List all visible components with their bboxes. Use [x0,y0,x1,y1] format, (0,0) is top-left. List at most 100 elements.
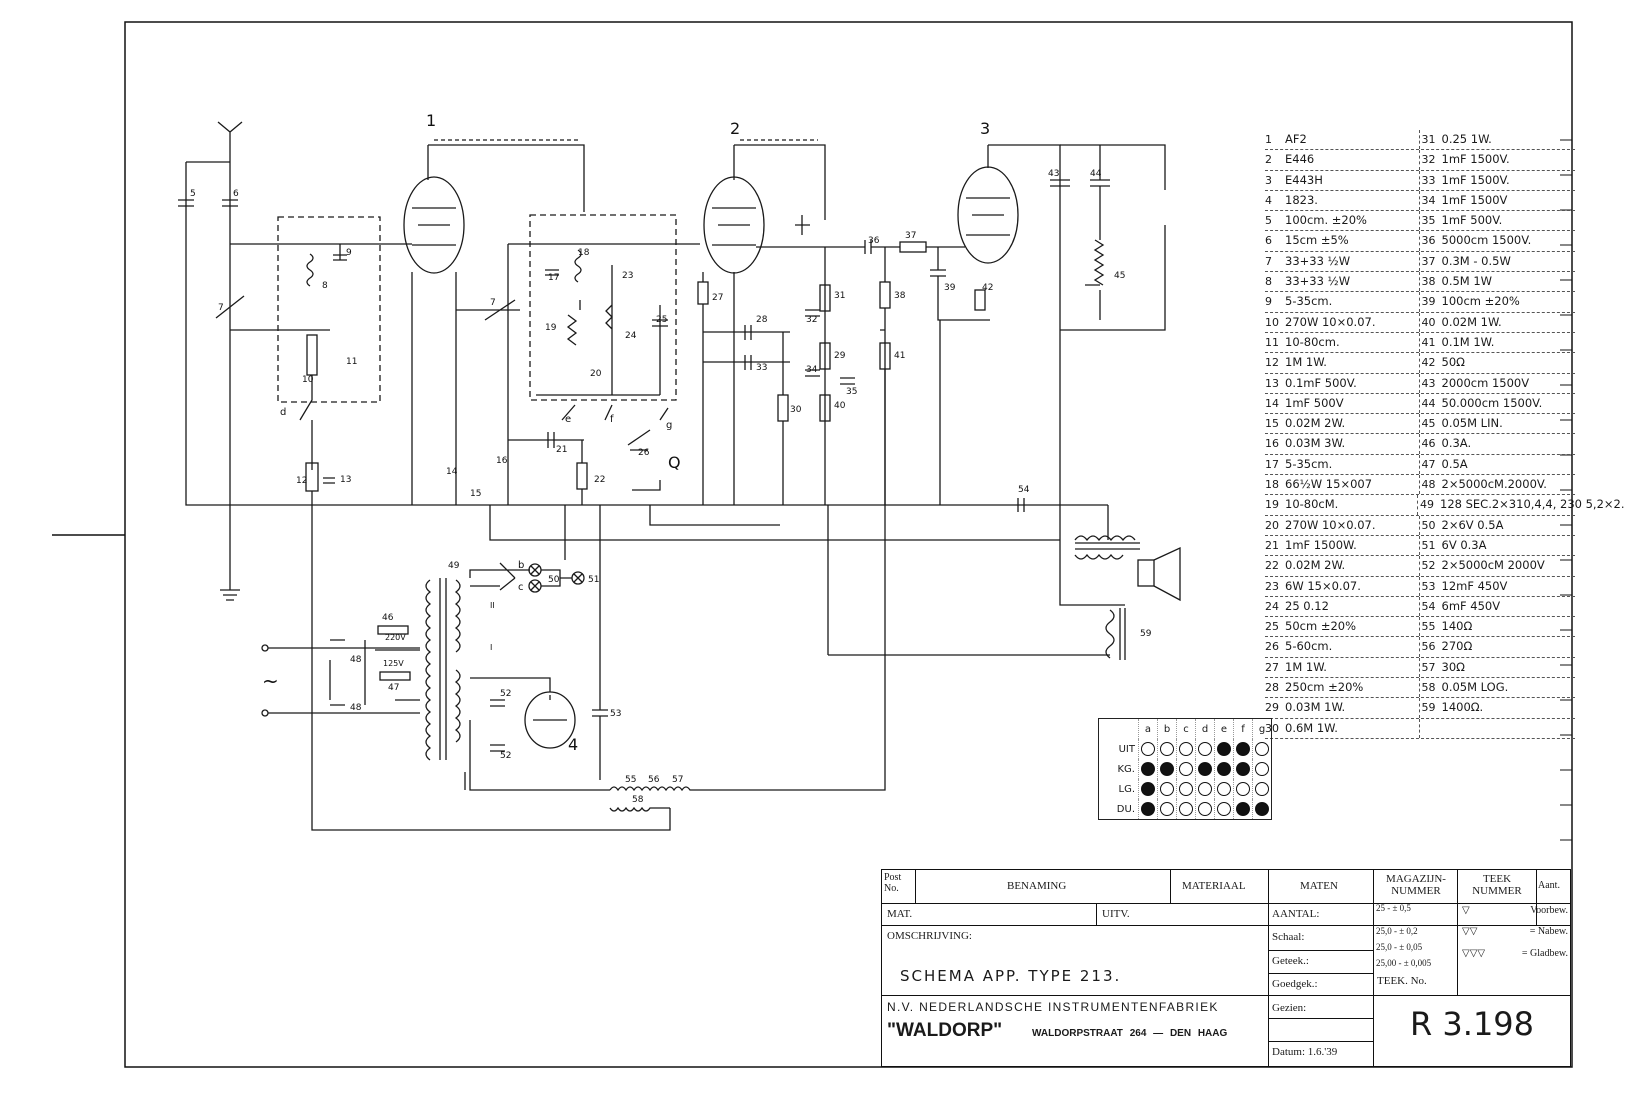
part-description: E446 [1285,152,1315,167]
gezien-label: Gezien: [1272,1002,1307,1014]
switch-cell [1252,759,1271,779]
contact-open-dot [1160,782,1174,796]
component-ref-label: 39 [944,283,956,293]
contact-closed-dot [1160,762,1174,776]
part-description: 50cm ±20% [1285,619,1357,634]
finish-voorbew: ▽ Voorbew. [1462,905,1568,916]
part-number: 37 [1421,254,1436,268]
goedgek-label: Goedgek.: [1272,978,1318,990]
company-name: "WALDORP" [887,1020,1003,1041]
switch-cell [1157,739,1177,759]
part-number: 57 [1421,660,1436,674]
schematic-wiring [178,121,1181,831]
part-number: 24 [1265,599,1279,613]
switch-cell [1252,779,1271,799]
drawing-description: SCHEMA APP. TYPE 213. [900,967,1122,985]
part-description: 12mF 450V [1441,578,1508,593]
part-description: 2×5000cM.2000V. [1441,477,1547,492]
part-number: 48 [1421,478,1436,492]
finish-gladbew: ▽▽▽ = Gladbew. [1462,948,1568,959]
part-number: 20 [1265,518,1279,532]
contact-open-dot [1179,782,1193,796]
part-number: 29 [1265,701,1279,715]
switch-column-header: g [1252,719,1271,739]
component-ref-label: 55 [625,775,636,785]
part-number: 16 [1265,437,1279,451]
component-ref-label: 40 [834,401,846,411]
part-number: 32 [1421,153,1436,167]
component-ref-label: 52 [500,751,511,761]
contact-open-dot [1160,742,1174,756]
label-125v: 125V [383,659,404,668]
part-description: 270Ω [1441,639,1473,654]
part-description: 30Ω [1441,659,1465,674]
component-ref-label: 48 [350,655,362,665]
component-ref-label: 11 [346,357,357,367]
part-description: 1mF 1500W. [1285,537,1357,552]
switch-column-header: c [1176,719,1196,739]
part-number: 14 [1265,396,1279,410]
switch-cell [1195,799,1215,819]
component-ref-label: 34 [806,365,818,375]
component-ref-label: 29 [834,351,846,361]
part-number: 51 [1421,538,1436,552]
part-description: 1823. [1285,192,1318,207]
component-ref-label: 27 [712,293,723,303]
part-description: 0.3A. [1441,436,1472,451]
benaming-header: BENAMING [1007,880,1067,892]
component-ref-label: 5 [190,189,196,199]
component-ref-label: 52 [500,689,511,699]
part-number: 45 [1421,417,1436,431]
part-description: 0.02M 2W. [1285,416,1346,431]
label-220v: 220V [385,633,406,642]
contact-closed-dot [1236,762,1250,776]
drawing-border [124,21,1573,1068]
part-number: 36 [1421,234,1436,248]
part-description: 0.3M - 0.5W [1441,253,1511,268]
part-description: 66½W 15×007 [1285,477,1373,492]
part-number: 44 [1421,396,1436,410]
component-ref-label: 30 [790,405,802,415]
contact-open-dot [1217,782,1231,796]
part-number: 8 [1265,275,1272,289]
part-description: 0.03M 1W. [1285,700,1346,715]
component-ref-label: 59 [1140,629,1152,639]
company-line: N.V. NEDERLANDSCHE INSTRUMENTENFABRIEK [887,1000,1219,1014]
part-description: 6W 15×0.07. [1285,578,1361,593]
part-number: 22 [1265,559,1279,573]
component-ref-label: 7 [218,303,224,313]
switch-table-corner [1099,719,1139,739]
part-description: 0.1M 1W. [1441,334,1495,349]
component-ref-label: 47 [388,683,399,693]
aant-header: Aant. [1538,880,1560,891]
